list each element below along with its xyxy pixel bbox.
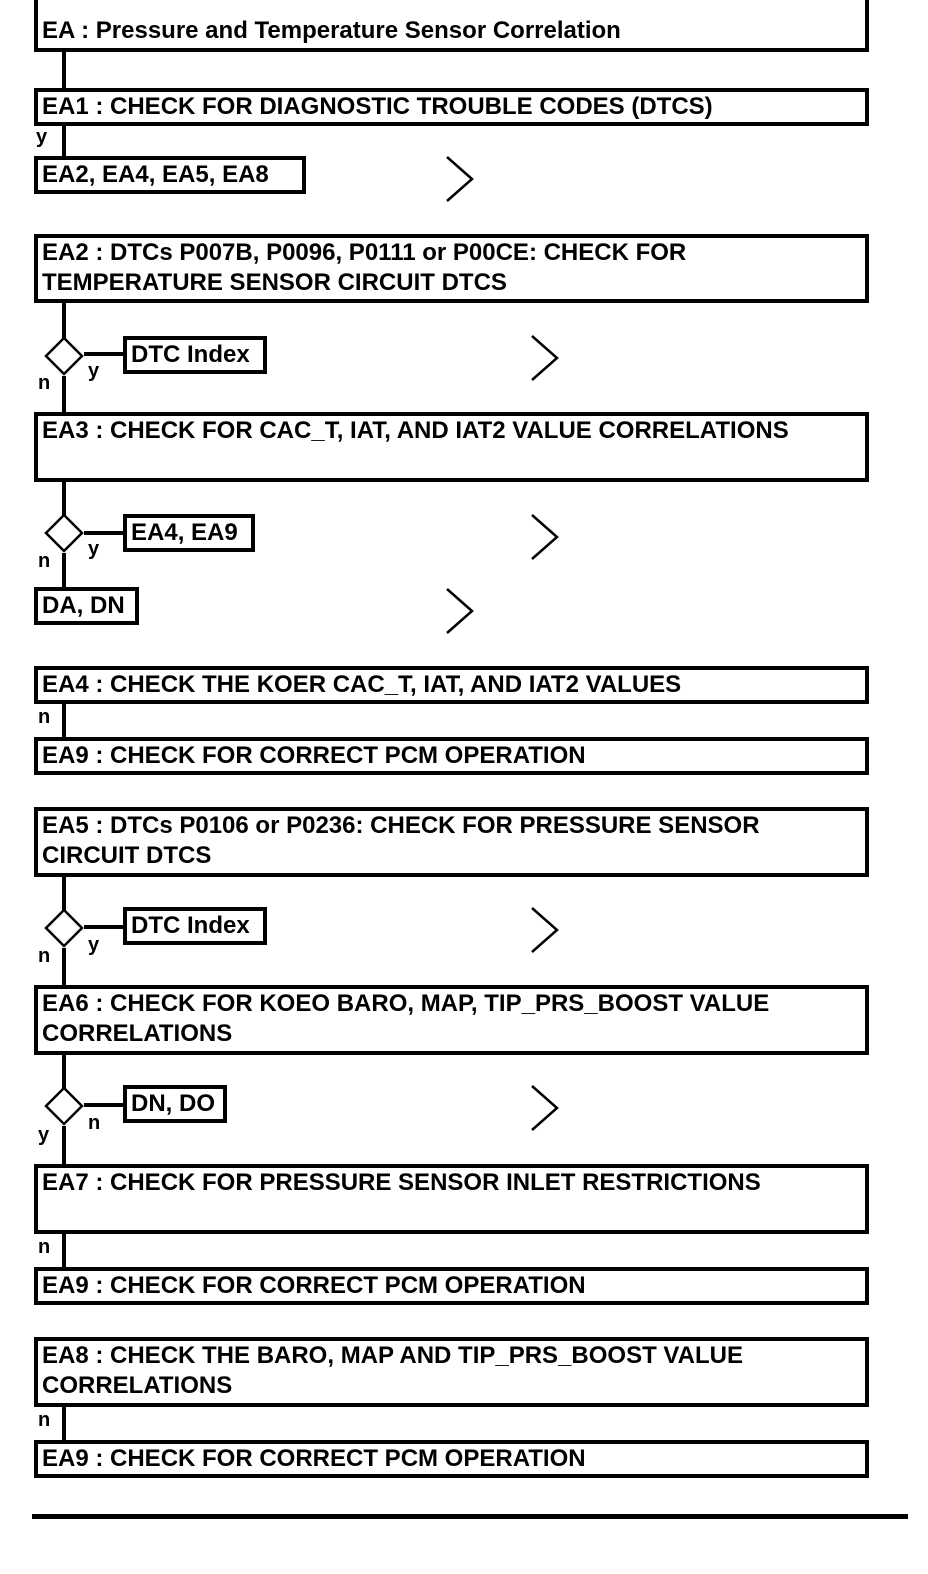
connector [84,531,124,535]
step-ea6[interactable]: EA6 : CHECK FOR KOEO BARO, MAP, TIP_PRS_… [34,985,869,1055]
decision-diamond-icon [44,1086,84,1126]
connector [62,52,66,88]
connector [62,482,66,516]
link-dtc-index[interactable]: DTC Index [123,336,267,374]
link-da-dn[interactable]: DA, DN [34,587,139,625]
link-ea4-ea9[interactable]: EA4, EA9 [123,514,255,552]
connector [62,553,66,588]
link-ea2-ea4-ea5-ea8[interactable]: EA2, EA4, EA5, EA8 [34,156,306,194]
connector [62,1055,66,1089]
chevron-right-icon[interactable] [445,155,475,203]
step-ea9[interactable]: EA9 : CHECK FOR CORRECT PCM OPERATION [34,1267,869,1305]
yes-label: y [88,360,100,382]
connector [62,1126,66,1165]
step-ea1[interactable]: EA1 : CHECK FOR DIAGNOSTIC TROUBLE CODES… [34,88,869,126]
flowchart-title: EA : Pressure and Temperature Sensor Cor… [34,0,869,52]
chevron-right-icon[interactable] [530,334,560,382]
step-ea9[interactable]: EA9 : CHECK FOR CORRECT PCM OPERATION [34,737,869,775]
connector [62,948,66,986]
divider [32,1514,908,1519]
yes-label: y [88,538,100,560]
connector [84,352,124,356]
chevron-right-icon[interactable] [530,906,560,954]
step-ea3[interactable]: EA3 : CHECK FOR CAC_T, IAT, AND IAT2 VAL… [34,412,869,482]
chevron-right-icon[interactable] [530,513,560,561]
decision-diamond-icon [44,908,84,948]
step-ea2[interactable]: EA2 : DTCs P007B, P0096, P0111 or P00CE:… [34,234,869,303]
step-ea9[interactable]: EA9 : CHECK FOR CORRECT PCM OPERATION [34,1440,869,1478]
connector [62,1234,66,1268]
connector [62,303,66,340]
no-label: n [38,945,51,967]
step-ea8[interactable]: EA8 : CHECK THE BARO, MAP AND TIP_PRS_BO… [34,1337,869,1407]
connector [62,126,66,156]
yes-label: y [38,1124,50,1146]
no-label: n [88,1112,101,1134]
yes-label: y [36,126,48,148]
step-ea7[interactable]: EA7 : CHECK FOR PRESSURE SENSOR INLET RE… [34,1164,869,1234]
link-dtc-index[interactable]: DTC Index [123,907,267,945]
chevron-right-icon[interactable] [530,1084,560,1132]
no-label: n [38,550,51,572]
connector [62,877,66,911]
yes-label: y [88,934,100,956]
connector [84,1103,124,1107]
connector [84,925,124,929]
no-label: n [38,372,51,394]
step-ea5[interactable]: EA5 : DTCs P0106 or P0236: CHECK FOR PRE… [34,807,869,877]
decision-diamond-icon [44,336,84,376]
link-dn-do[interactable]: DN, DO [123,1085,227,1123]
connector [62,704,66,738]
no-label: n [38,1236,51,1258]
no-label: n [38,706,51,728]
chevron-right-icon[interactable] [445,587,475,635]
no-label: n [38,1409,51,1431]
connector [62,1407,66,1441]
step-ea4[interactable]: EA4 : CHECK THE KOER CAC_T, IAT, AND IAT… [34,666,869,704]
decision-diamond-icon [44,513,84,553]
connector [62,376,66,412]
